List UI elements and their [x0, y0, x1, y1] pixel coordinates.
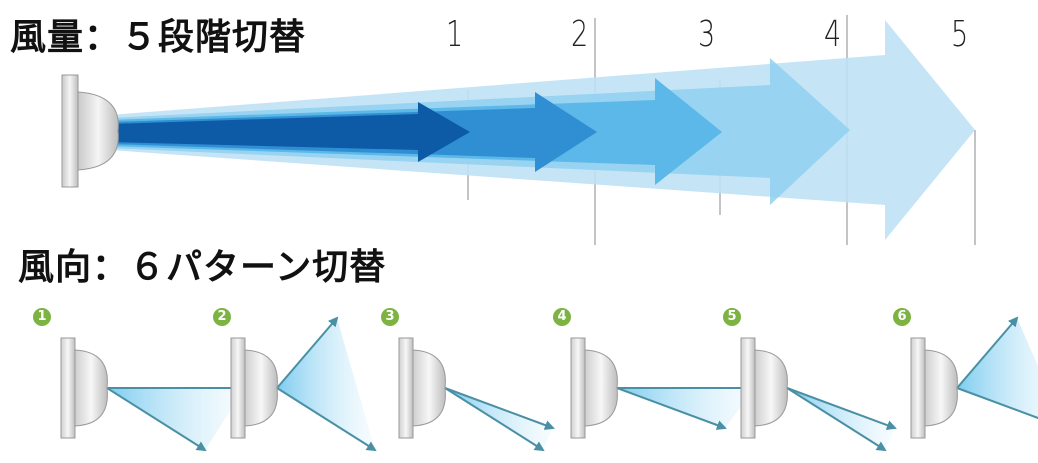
airflow-direction-arrow: [444, 387, 555, 430]
airflow-direction-arrow: [956, 316, 1019, 389]
airflow-cone: [277, 318, 375, 450]
airflow-diagram: [61, 15, 976, 245]
direction-pattern: 3: [381, 300, 555, 460]
fan-unit-dome: [77, 91, 119, 171]
pattern-diagram: [230, 316, 377, 452]
pattern-diagram: [740, 337, 897, 452]
direction-pattern: 5: [723, 300, 897, 460]
fan-unit-plate: [61, 74, 79, 188]
airflow-arrow-level-1: [110, 102, 470, 162]
fan-unit-dome: [244, 349, 278, 427]
fan-unit-dome: [412, 349, 446, 427]
direction-pattern: 2: [213, 300, 377, 460]
pattern-number-badge: 2: [213, 308, 231, 326]
airflow-direction-arrow: [106, 387, 207, 452]
level-label-1: 1: [446, 14, 464, 55]
fan-unit-plate: [570, 337, 586, 439]
direction-title: 風向：６パターン切替: [18, 247, 387, 288]
pattern-number-badge: 4: [553, 308, 571, 326]
fan-unit-dome: [754, 349, 788, 427]
direction-pattern: 1: [33, 300, 245, 460]
level-label-2: 2: [571, 14, 589, 55]
airflow-direction-arrow: [956, 387, 1038, 420]
fan-unit-plate: [60, 337, 76, 439]
pattern-number-badge: 6: [893, 308, 911, 326]
fan-unit-plate: [740, 337, 756, 439]
fan-unit-plate: [230, 337, 246, 439]
pattern-number-badge: 3: [381, 308, 399, 326]
airflow-cone: [957, 318, 1038, 418]
fan-unit-dome: [74, 349, 108, 427]
direction-pattern: 4: [553, 300, 755, 460]
fan-unit-dome: [584, 349, 618, 427]
level-label-5: 5: [951, 14, 969, 55]
airflow-direction-arrow: [276, 387, 377, 452]
airflow-direction-arrow: [444, 387, 545, 452]
level-label-3: 3: [698, 14, 716, 55]
airflow-cone: [107, 388, 245, 450]
airflow-cone: [787, 388, 895, 450]
airflow-direction-arrow: [786, 387, 897, 430]
pattern-number-badge: 5: [723, 308, 741, 326]
airflow-direction-arrow: [786, 387, 887, 452]
airflow-cone: [445, 388, 553, 450]
pattern-diagram: [60, 337, 245, 452]
pattern-diagram: [570, 337, 755, 439]
fan-unit-plate: [398, 337, 414, 439]
pattern-number-badge: 1: [33, 308, 51, 326]
pattern-diagram: [398, 337, 555, 452]
fan-unit-plate: [910, 337, 926, 439]
airflow-direction-arrow: [616, 387, 727, 430]
volume-title: 風量：５段階切替: [10, 17, 307, 58]
airflow-direction-arrow: [276, 316, 339, 389]
airflow-cone: [617, 388, 755, 428]
direction-pattern: 6: [893, 300, 1038, 460]
pattern-diagram: [910, 316, 1038, 439]
fan-unit-dome: [924, 349, 958, 427]
level-label-4: 4: [824, 14, 842, 55]
